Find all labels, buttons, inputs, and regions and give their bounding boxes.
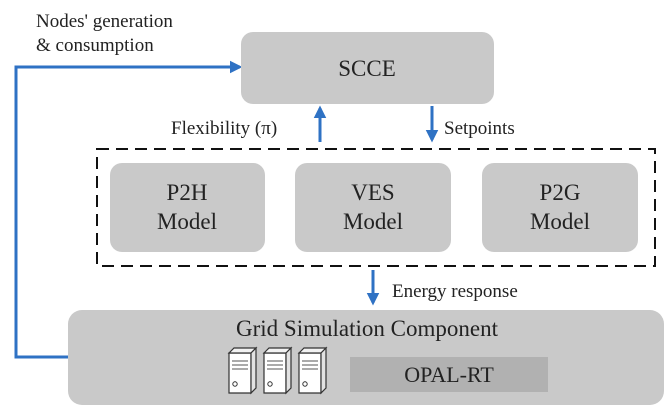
model-container [96, 148, 656, 267]
feedback-arrow [14, 60, 243, 359]
ves-model-box [295, 163, 451, 252]
p2g-model-line1: P2G [540, 180, 581, 205]
p2h-model-line1: P2H [167, 180, 208, 205]
p2h-model-box [110, 163, 265, 252]
opal-rt-box [350, 357, 548, 392]
server-icon [263, 347, 292, 394]
setpoints-label: Setpoints [444, 118, 515, 139]
scce-box [241, 32, 494, 104]
scce-label: SCCE [338, 56, 396, 81]
ves-model-line2: Model [343, 209, 403, 234]
p2g-model-box [482, 163, 638, 252]
feedback-label-line1: Nodes' generation [36, 11, 173, 32]
feedback-label-line2: & consumption [36, 35, 154, 56]
ves-model-line1: VES [351, 180, 394, 205]
flexibility-label: Flexibility (π) [171, 118, 277, 139]
grid-simulation-title: Grid Simulation Component [236, 316, 499, 341]
energy-response-label: Energy response [392, 281, 518, 302]
server-icons [228, 347, 327, 394]
server-icon [228, 347, 257, 394]
server-icon [298, 347, 327, 394]
p2h-model-line2: Model [157, 209, 217, 234]
opal-rt-label: OPAL-RT [404, 362, 494, 387]
p2g-model-line2: Model [530, 209, 590, 234]
